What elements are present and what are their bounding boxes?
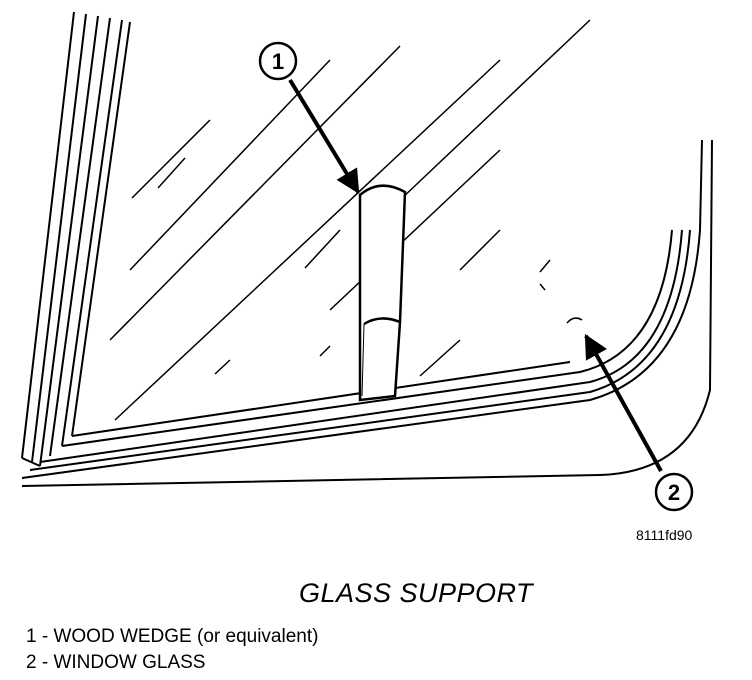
window-frame-left [21,11,131,467]
glass-reflection-lines [109,19,591,421]
window-sill [21,139,713,487]
legend-item-2: 2 - WINDOW GLASS [26,652,206,673]
caption-text: GLASS SUPPORT [298,578,534,608]
leader-line-2 [584,333,663,472]
callout-1: 1 [258,41,298,81]
leader-line-1 [288,78,360,195]
svg-text:1: 1 [272,49,284,74]
svg-text:2: 2 [668,480,680,505]
glass-mark [566,317,583,324]
figure-id: 8111fd90 [636,527,693,543]
legend: 1 - WOOD WEDGE (or equivalent) 2 - WINDO… [26,624,318,676]
callout-2: 2 [654,472,694,512]
glass-support-illustration: 1 2 [21,11,713,512]
figure-caption: GLASS SUPPORT [0,578,752,609]
legend-item-1: 1 - WOOD WEDGE (or equivalent) [26,626,319,647]
wood-wedge [358,184,407,402]
